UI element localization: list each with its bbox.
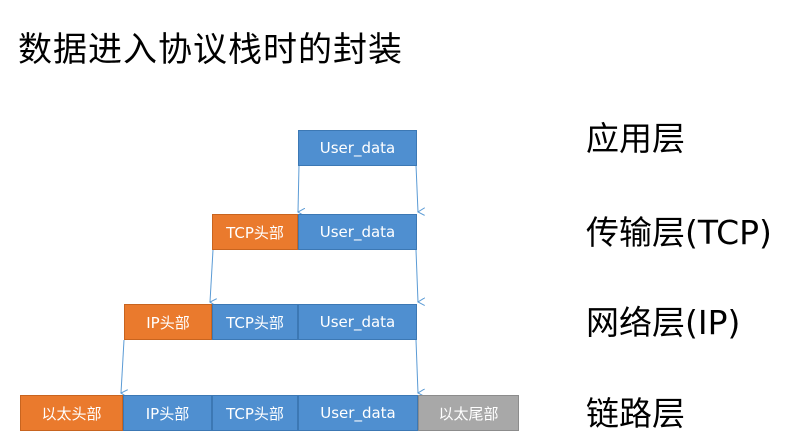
network-ip-header-block: IP头部 [124,304,212,340]
label-link-layer: 链路层 [586,394,685,433]
arrow-ip-left [121,339,124,393]
transport-user-data-block: User_data [298,214,417,250]
arrow-ip-right [415,339,418,393]
link-ip-header-block: IP头部 [123,395,212,431]
transport-tcp-header-block: TCP头部 [212,214,298,250]
link-user-data-block: User_data [298,395,418,431]
network-tcp-header-block: TCP头部 [212,304,298,340]
label-application-layer: 应用层 [586,119,685,158]
link-tcp-header-block: TCP头部 [212,395,298,431]
arrow-tcp-left [210,249,213,302]
arrow-app-right [415,164,418,212]
link-eth-header-block: 以太头部 [20,395,123,431]
arrow-tcp-right [415,249,418,302]
link-eth-trailer-block: 以太尾部 [418,395,519,431]
app-user-data-block: User_data [298,130,417,166]
label-transport-layer: 传输层(TCP) [586,213,772,252]
label-network-layer: 网络层(IP) [586,303,741,342]
arrow-app-left [298,164,299,212]
network-user-data-block: User_data [298,304,417,340]
diagram-title: 数据进入协议栈时的封装 [18,30,403,70]
